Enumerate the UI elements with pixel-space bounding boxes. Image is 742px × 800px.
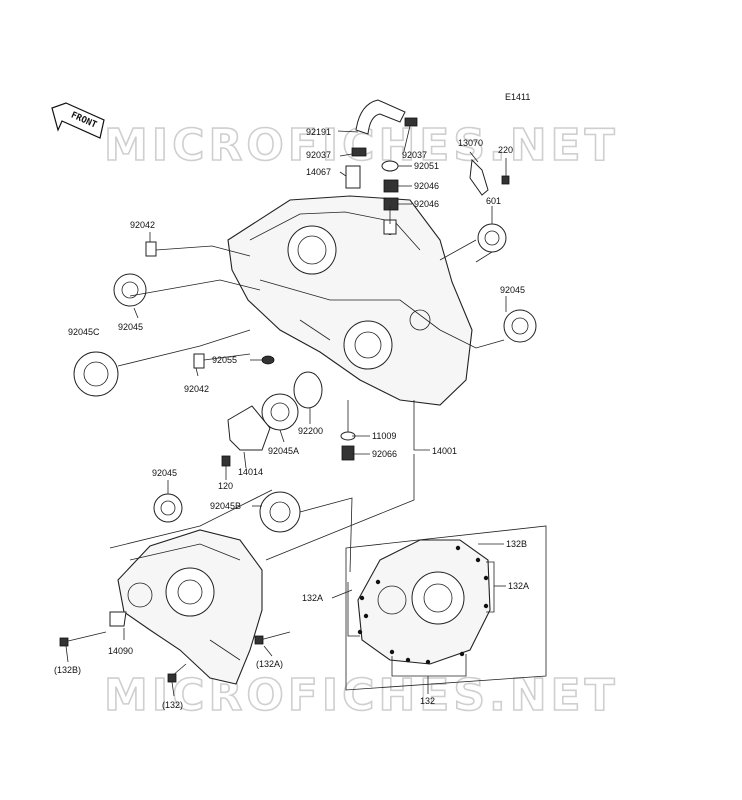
label-92051: 92051	[414, 161, 439, 171]
crankcase-upper	[227, 195, 473, 406]
bearing-92045-lower	[153, 493, 183, 523]
label-14067: 14067	[306, 167, 331, 177]
label-220: 220	[498, 145, 513, 155]
hose-clamp-2	[404, 117, 418, 127]
leader-lines	[65, 125, 507, 697]
label-92045B: 92045B	[210, 501, 241, 511]
bearing-601	[477, 223, 507, 253]
label-92046-bottom: 92046	[414, 199, 439, 209]
part-labels: 92191 92037 92037 13070 220 92051 14067 …	[54, 127, 529, 710]
label-132A-left: 132A	[302, 593, 323, 603]
bearing-92045B	[259, 491, 301, 533]
oring-92200	[293, 371, 323, 409]
label-92066: 92066	[372, 449, 397, 459]
label-132-paren: (132)	[162, 700, 183, 710]
bolt-220	[501, 175, 510, 185]
label-120: 120	[218, 481, 233, 491]
label-11009: 11009	[372, 431, 396, 441]
crankcase-lower	[117, 529, 263, 685]
label-92042-bottom: 92042	[184, 384, 209, 394]
label-92200: 92200	[298, 426, 323, 436]
label-92045C: 92045C	[68, 327, 100, 337]
label-92042-top: 92042	[130, 220, 155, 230]
label-92037-right: 92037	[402, 150, 427, 160]
oring-92055	[261, 355, 275, 365]
label-14001: 14001	[432, 446, 457, 456]
label-92045-left: 92045	[118, 322, 143, 332]
pipe-14067	[345, 165, 361, 189]
cap-92046b	[383, 197, 399, 211]
label-132B-paren: (132B)	[54, 665, 81, 675]
bracket-14090	[109, 611, 127, 627]
pin-92042-top	[145, 241, 157, 257]
bolt-132B-shaft	[63, 631, 107, 643]
bearing-92045-left	[113, 273, 147, 307]
bolt-132A-shaft	[259, 631, 291, 641]
label-132: 132	[420, 696, 435, 706]
label-92046-top: 92046	[414, 181, 439, 191]
label-14090: 14090	[108, 646, 133, 656]
bearing-92045A	[261, 393, 299, 431]
bolt-132-head	[167, 673, 177, 683]
label-601: 601	[486, 196, 501, 206]
label-13070: 13070	[458, 138, 483, 148]
diagram-code: E1411	[505, 92, 530, 102]
label-92191: 92191	[306, 127, 331, 137]
bolt-132B-head	[59, 637, 69, 647]
label-92045-right: 92045	[500, 285, 525, 295]
plug-92066	[341, 445, 355, 461]
plate-14014	[227, 405, 271, 451]
label-132A-right: 132A	[508, 581, 529, 591]
label-14014: 14014	[238, 467, 263, 477]
bearing-92045C	[73, 351, 119, 397]
label-92045-lower: 92045	[152, 468, 177, 478]
front-arrow-icon: FRONT	[51, 102, 105, 139]
label-92037-left: 92037	[306, 150, 331, 160]
label-132B-top: 132B	[506, 539, 527, 549]
bolt-132A-head	[254, 635, 264, 645]
bolt-detail-frame	[345, 525, 547, 691]
washer-92051	[381, 160, 399, 172]
bracket-13070	[469, 158, 489, 196]
cap-92046a	[383, 179, 399, 193]
bolt-detail-case	[357, 539, 491, 665]
label-92055: 92055	[212, 355, 237, 365]
label-92045A: 92045A	[268, 446, 299, 456]
pin-92042-bottom	[193, 353, 205, 369]
breather-hose	[355, 99, 406, 135]
bolt-120	[221, 455, 231, 467]
hose-clamp	[351, 147, 367, 157]
bearing-92045-right	[503, 309, 537, 343]
label-132A-paren: (132A)	[256, 659, 283, 669]
watermark-bottom: MICROFICHES.NET	[104, 670, 619, 721]
